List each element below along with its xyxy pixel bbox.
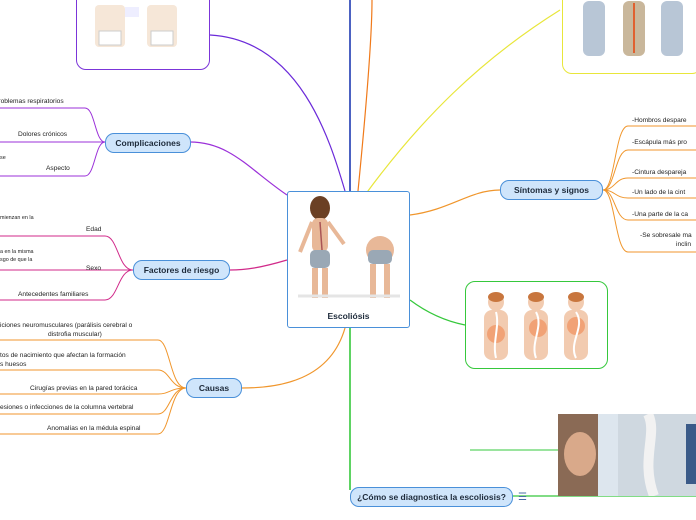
leaf-fragment-se: se bbox=[0, 155, 6, 161]
node-sintomas-label: Síntomas y signos bbox=[513, 185, 590, 195]
node-factores-label: Factores de riesgo bbox=[143, 265, 220, 275]
image-card-diagnosis-photo bbox=[558, 411, 696, 498]
node-complicaciones[interactable]: Complicaciones bbox=[105, 133, 191, 153]
leaf-cirugias-previas[interactable]: Cirugías previas en la pared torácica bbox=[30, 385, 138, 392]
node-diagnostico-label: ¿Cómo se diagnostica la escoliosis? bbox=[357, 492, 506, 502]
leaf-cintura-despareja[interactable]: -Cintura despareja bbox=[632, 169, 687, 176]
leaf-problemas-respiratorios[interactable]: Problemas respiratorios bbox=[0, 98, 64, 105]
image-card-posture bbox=[76, 0, 210, 70]
leaf-parte-caja[interactable]: -Una parte de la ca bbox=[632, 211, 689, 218]
leaf-antecedentes-familiares[interactable]: Antecedentes familiares bbox=[18, 291, 89, 298]
node-complicaciones-label: Complicaciones bbox=[115, 138, 181, 148]
leaf-sobresale[interactable]: -Se sobresale ma bbox=[640, 232, 692, 239]
leaf-lesiones-infecciones[interactable]: esiones o infecciones de la columna vert… bbox=[0, 404, 134, 411]
image-card-spine-curvature bbox=[465, 281, 608, 369]
spine-views-illustration bbox=[583, 1, 683, 56]
leaf-fragment-sexo-desc-2: sgo de que la bbox=[0, 257, 33, 263]
spine-curvature-illustration bbox=[484, 292, 588, 360]
leaf-escapula[interactable]: -Escápula más pro bbox=[632, 139, 687, 146]
leaf-lado-cintura[interactable]: -Un lado de la cint bbox=[632, 189, 686, 196]
menu-icon[interactable]: ☰ bbox=[518, 492, 527, 503]
posture-illustration bbox=[95, 5, 177, 47]
leaf-hombros-desparejos[interactable]: -Hombros despare bbox=[632, 117, 687, 124]
leaf-aspecto[interactable]: Aspecto bbox=[46, 165, 70, 172]
central-topic[interactable]: Escoliósis bbox=[287, 191, 410, 328]
scoliosis-figures bbox=[298, 196, 400, 298]
leaf-fragment-sexo-desc-1: a en la misma bbox=[0, 249, 34, 255]
node-factores-de-riesgo[interactable]: Factores de riesgo bbox=[133, 260, 230, 280]
leaf-huesos: s huesos bbox=[0, 361, 27, 368]
leaf-edad[interactable]: Edad bbox=[86, 226, 102, 233]
leaf-sexo[interactable]: Sexo bbox=[86, 265, 102, 272]
leaf-anomalias-medula[interactable]: Anomalías en la médula espinal bbox=[47, 425, 141, 432]
image-card-spine-views bbox=[562, 0, 696, 74]
leaf-condiciones-neuromusculares[interactable]: iciones neuromusculares (parálisis cereb… bbox=[0, 322, 133, 329]
node-sintomas-y-signos[interactable]: Síntomas y signos bbox=[500, 180, 603, 200]
leaf-defectos-nacimiento[interactable]: tos de nacimiento que afectan la formaci… bbox=[0, 352, 126, 359]
leaf-inclinarse: inclin bbox=[676, 241, 692, 248]
leaf-distrofia-muscular: distrofia muscular) bbox=[48, 331, 102, 338]
leaf-dolores-cronicos[interactable]: Dolores crónicos bbox=[18, 131, 68, 138]
central-topic-title: Escoliósis bbox=[327, 311, 370, 321]
node-causas[interactable]: Causas bbox=[186, 378, 242, 398]
diagnosis-photo-illustration bbox=[558, 411, 696, 498]
leaf-fragment-edad-desc: mienzan en la bbox=[0, 215, 34, 221]
node-causas-label: Causas bbox=[198, 383, 230, 393]
node-como-se-diagnostica[interactable]: ¿Cómo se diagnostica la escoliosis? bbox=[350, 487, 513, 507]
